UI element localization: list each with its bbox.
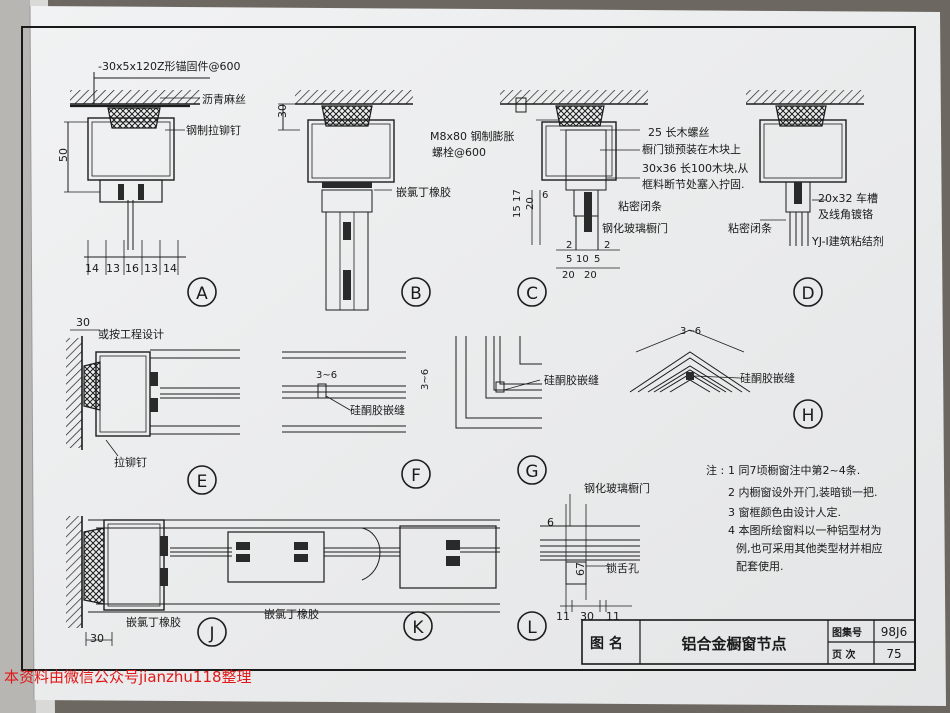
label-b: B: [410, 284, 422, 304]
h-silicone-note: 硅酮胶嵌缝: [740, 371, 795, 385]
note-1: 1 同7顷橱窗注中第2~4条.: [728, 463, 860, 477]
note-5: 例,也可采用其他类型材并相应: [736, 541, 883, 555]
c-lock-note: 橱门锁预装在木块上: [642, 142, 741, 156]
label-c: C: [526, 284, 538, 304]
c-screw-note: 25 长木螺丝: [648, 126, 710, 139]
d-glue-note: YJ-I建筑粘结剂: [811, 234, 884, 248]
c-dim-6: 6: [542, 190, 548, 201]
detail-h: [629, 329, 823, 429]
e-dim-30: 30: [76, 316, 90, 329]
e-rivet-note: 拉铆钉: [114, 455, 147, 469]
c-dim-20: 20: [525, 197, 536, 210]
c-bolt-note: M8x80 钢制膨胀: [430, 129, 515, 143]
d-strip-note: 粘密闭条: [728, 221, 772, 235]
a-dim-1: 14: [85, 262, 99, 275]
f-silicone-note: 硅酮胶嵌缝: [350, 403, 405, 417]
atlas-number: 98J6: [881, 625, 907, 639]
b-rubber-note: 嵌氯丁橡胶: [396, 185, 451, 199]
detail-j-k: [66, 516, 500, 647]
d-slot-note-2: 及线角镀铬: [818, 207, 873, 221]
detail-f: [282, 351, 431, 489]
label-j: J: [208, 624, 214, 644]
h-dim: 3~6: [680, 326, 701, 337]
detail-c: [500, 90, 648, 307]
title-block: [581, 619, 916, 665]
title-label-atlas: 图集号: [832, 626, 862, 639]
detail-l: [517, 494, 640, 641]
l-dim-b1: 11: [556, 610, 570, 623]
watermark-text: 本资料由微信公众号jianzhu118整理: [4, 668, 252, 686]
a-anchor-note: -30x5x120Z形锚固件@600: [98, 59, 241, 73]
f-dim: 3~6: [316, 370, 337, 381]
note-4: 4 本图所绘窗料以一种铝型材为: [728, 523, 882, 537]
l-lockhole-note: 锁舌孔: [606, 561, 639, 575]
c-dim-17: 17: [512, 189, 523, 202]
b-dim-30: 30: [276, 104, 289, 118]
drawing-frame: [21, 26, 916, 671]
j-rubber-note: 嵌氯丁橡胶: [126, 615, 181, 629]
label-l: L: [527, 618, 537, 638]
c-dim-b5: 2: [604, 240, 610, 251]
j-dim-30: 30: [90, 632, 104, 645]
drawing-title: 铝合金橱窗节点: [681, 635, 786, 653]
c-dim-b6: 20: [562, 270, 575, 281]
e-design-note: 或按工程设计: [98, 327, 164, 341]
detail-a: [64, 72, 217, 307]
c-dim-b4: 5: [594, 254, 600, 265]
paper-page: [30, 6, 946, 706]
title-label-page: 页 次: [832, 648, 855, 661]
note-2: 2 内橱窗设外开门,装暗锁一把.: [728, 485, 878, 499]
a-dim-2: 13: [106, 262, 120, 275]
detail-d: [746, 90, 864, 307]
c-dim-15: 15: [512, 205, 523, 218]
title-label-name: 图 名: [590, 635, 623, 652]
l-dim-b3: 11: [606, 610, 620, 623]
g-silicone-note: 硅酮胶嵌缝: [544, 373, 599, 387]
c-dim-b2: 5: [566, 254, 572, 265]
l-dim-6: 6: [547, 516, 554, 529]
c-block-note-2: 框料断节处塞入拧固.: [642, 177, 745, 191]
detail-b: [278, 90, 431, 311]
a-dim-3: 16: [125, 262, 139, 275]
d-slot-note: 20x32 车槽: [818, 191, 878, 205]
c-glassdoor-note: 钢化玻璃橱门: [602, 221, 668, 235]
label-a: A: [196, 284, 208, 304]
a-dim-4: 13: [144, 262, 158, 275]
c-dim-b7: 20: [584, 270, 597, 281]
label-g: G: [525, 462, 538, 482]
page-number: 75: [886, 647, 901, 661]
label-f: F: [411, 466, 421, 486]
label-d: D: [801, 284, 814, 304]
note-6: 配套使用.: [736, 560, 784, 573]
detail-g: [455, 336, 547, 485]
a-rivet-note: 钢制拉铆钉: [186, 123, 241, 137]
c-block-note: 30x36 长100木块,从: [642, 162, 749, 175]
notes-block: 注 : 1 同7顷橱窗注中第2~4条. 2 内橱窗设外开门,装暗锁一把. 3 窗…: [706, 463, 883, 573]
a-asphalt-note: 沥青麻丝: [202, 92, 246, 106]
l-dim-67: 67: [574, 562, 587, 576]
label-k: K: [412, 618, 424, 638]
c-bolt-note-2: 螺栓@600: [432, 145, 486, 159]
c-dim-b3: 10: [576, 254, 589, 265]
c-dim-b1: 2: [566, 240, 572, 251]
label-h: H: [802, 406, 815, 426]
a-dim-50: 50: [57, 148, 70, 162]
a-dim-5: 14: [163, 262, 177, 275]
note-3: 3 窗框颜色由设计人定.: [728, 505, 841, 519]
notes-prefix: 注 :: [706, 463, 724, 477]
l-glassdoor-note: 钢化玻璃橱门: [584, 481, 650, 495]
k-rubber-note: 嵌氯丁橡胶: [264, 607, 319, 621]
detail-e: [66, 329, 240, 495]
label-e: E: [197, 472, 208, 492]
fg-dim: 3~6: [420, 369, 431, 390]
c-strip-note: 粘密闭条: [618, 199, 662, 213]
